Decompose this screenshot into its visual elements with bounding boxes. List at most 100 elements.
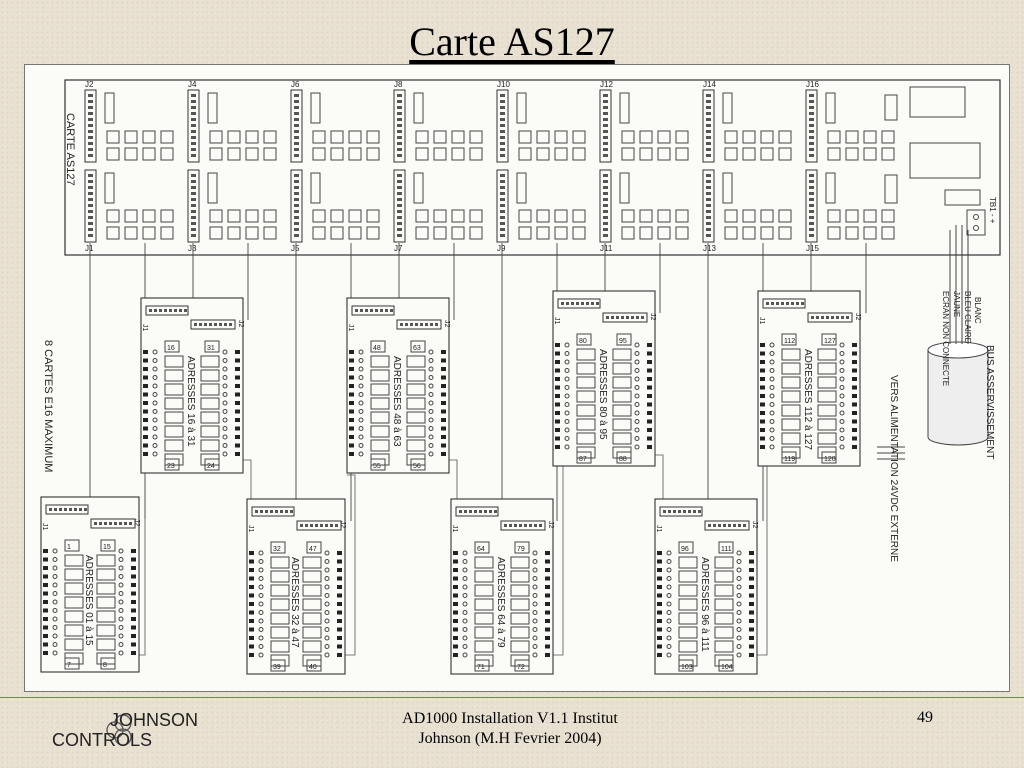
relay (678, 626, 698, 639)
relay (96, 610, 116, 623)
connector-pin (275, 510, 278, 513)
relay (576, 376, 596, 389)
led (152, 443, 158, 448)
relay (510, 570, 530, 583)
connector-pin (397, 216, 402, 219)
connector-pin (846, 316, 849, 319)
connector-label-bottom: J13 (703, 244, 716, 253)
card-address-label: ADRESSES 16 à 31 (185, 356, 196, 447)
connector-pin (586, 302, 589, 305)
terminal-pin (852, 428, 857, 432)
relay (245, 226, 259, 240)
connector-pin (88, 118, 93, 121)
terminal-pin (749, 551, 754, 555)
connector-pin (99, 522, 102, 525)
relay (164, 369, 184, 382)
relay (433, 130, 447, 144)
terminal-pin (647, 419, 652, 424)
connector-pin (706, 222, 711, 225)
led (532, 576, 538, 581)
card-address-label: ADRESSES 32 à 47 (289, 557, 300, 648)
relay (209, 147, 223, 161)
connector-pin (706, 154, 711, 157)
led (152, 426, 158, 431)
card-j2-label: J2 (854, 313, 861, 321)
relay (657, 147, 671, 161)
led (52, 591, 58, 596)
led (839, 436, 845, 441)
led (564, 376, 570, 382)
connector-pin (706, 100, 711, 103)
terminal-pin (43, 566, 48, 570)
connector-pin (603, 94, 608, 97)
relay (510, 626, 530, 639)
relay (612, 418, 632, 431)
terminal-pin (545, 585, 550, 589)
relay (781, 432, 801, 445)
terminal-pin (647, 436, 652, 441)
card-j2-label: J2 (237, 320, 244, 328)
connector-pin (561, 302, 564, 305)
connector-pin (294, 216, 299, 219)
terminal-pin (337, 602, 342, 606)
terminal-pin (143, 435, 148, 439)
relay (451, 226, 465, 240)
relay (621, 226, 635, 240)
led (258, 652, 264, 658)
terminal-pin (555, 411, 560, 415)
led (666, 593, 672, 598)
relay (370, 369, 390, 382)
terminal-pin (441, 367, 446, 371)
terminal-pin (131, 617, 136, 621)
relay (245, 147, 259, 161)
card-j2-label: J2 (443, 320, 450, 328)
terminal-pin (441, 443, 446, 448)
relay (245, 130, 259, 144)
led (428, 383, 434, 389)
connector-pin (191, 198, 196, 201)
led (736, 627, 742, 632)
connector-pin (294, 112, 299, 115)
led (736, 644, 742, 649)
connector-pin (94, 522, 97, 525)
connector-pin (191, 142, 196, 145)
relay (536, 147, 550, 161)
relay (657, 209, 671, 223)
connector-pin (330, 524, 333, 527)
card-last-left-number: 23 (167, 463, 175, 470)
relay (370, 397, 390, 410)
connector-pin (191, 216, 196, 219)
connector-pin (809, 234, 814, 237)
relay (474, 640, 494, 653)
terminal-pin (131, 608, 136, 613)
connector-pin (294, 186, 299, 189)
terminal-pin (441, 392, 446, 397)
card-j1-label: J1 (141, 324, 148, 332)
connector (496, 89, 509, 163)
led (222, 358, 228, 363)
terminal-pin (349, 418, 354, 422)
connector-pin (320, 524, 323, 527)
terminal-pin (43, 608, 48, 613)
led (324, 559, 330, 564)
connector-pin (191, 118, 196, 121)
led (324, 601, 330, 607)
led (118, 599, 124, 605)
address-box (514, 659, 530, 672)
card-j1-connector (557, 298, 601, 309)
connector-pin (191, 234, 196, 237)
connector-pin (290, 510, 293, 513)
led (258, 627, 264, 632)
terminal-pin (852, 351, 857, 356)
relay (742, 147, 756, 161)
address-box (270, 541, 286, 554)
connector-pin (88, 94, 93, 97)
terminal-pin (143, 401, 148, 405)
relay (433, 209, 447, 223)
terminal-pin (647, 402, 652, 407)
connector (702, 89, 715, 163)
led (222, 409, 228, 414)
connector-pin (270, 510, 273, 513)
led (462, 584, 468, 590)
